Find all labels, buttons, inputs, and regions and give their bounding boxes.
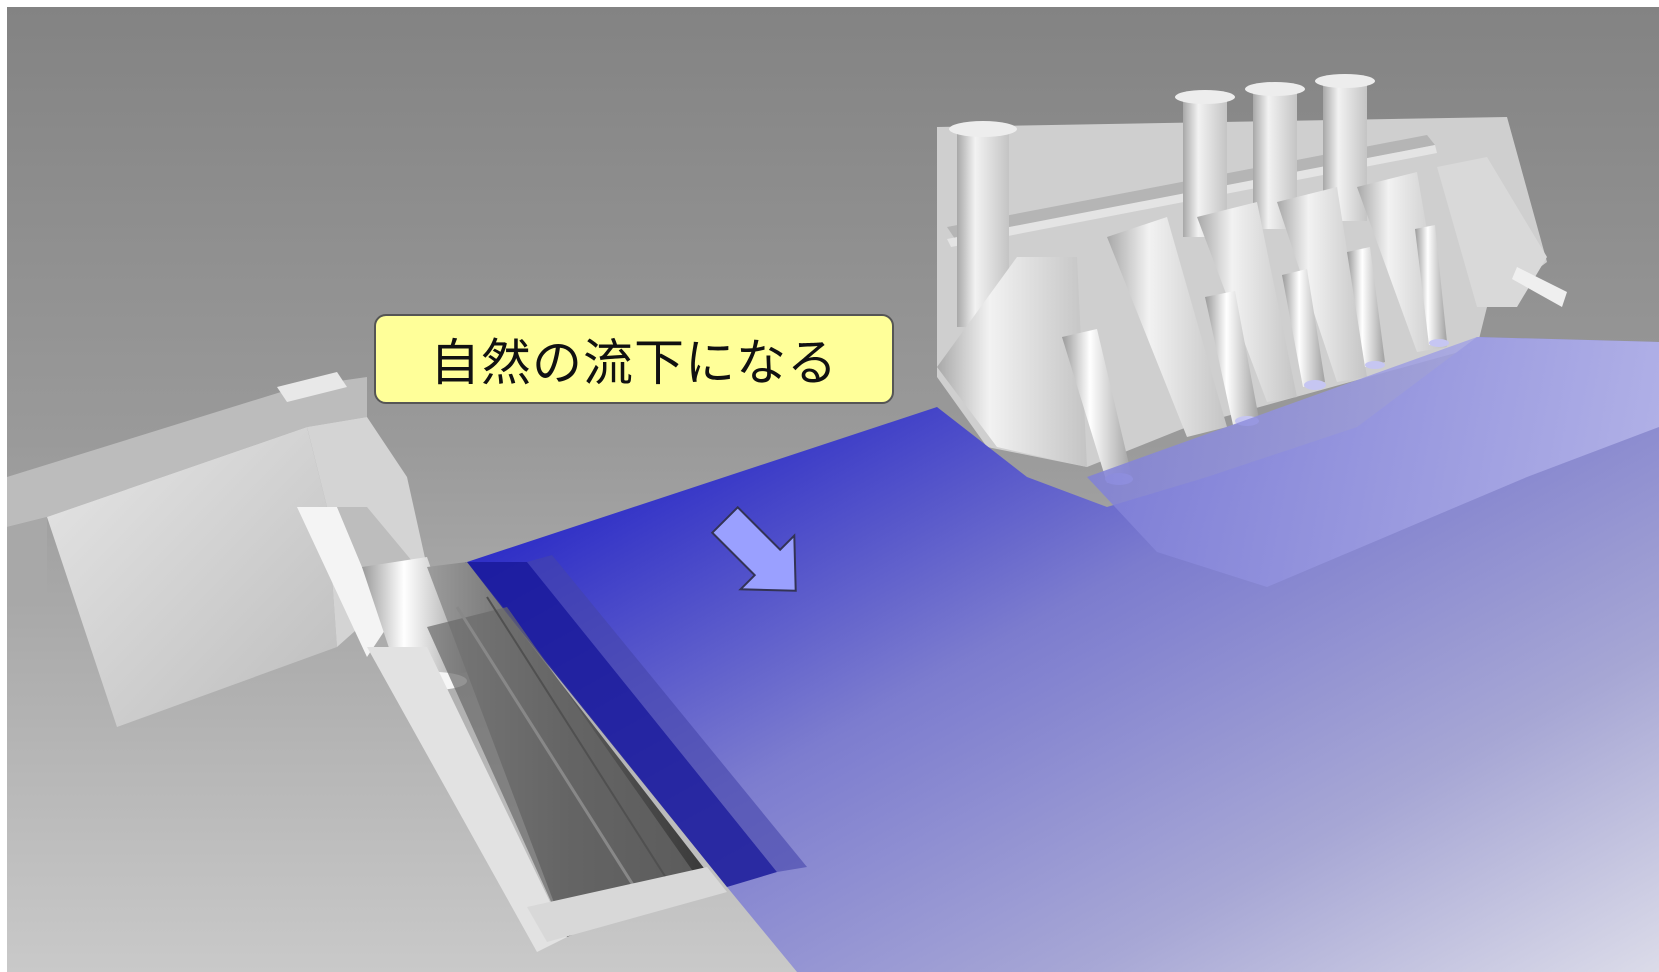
upstream-gate (7, 372, 727, 952)
simulation-viewport: 自然の流下になる (7, 7, 1659, 972)
water-surface (465, 337, 1659, 972)
annotation-label: 自然の流下になる (430, 334, 838, 392)
arrow-down-right-icon (710, 505, 797, 592)
downstream-dam (937, 74, 1567, 485)
annotation-callout: 自然の流下になる (374, 314, 894, 404)
dam-flow-render (7, 7, 1659, 972)
